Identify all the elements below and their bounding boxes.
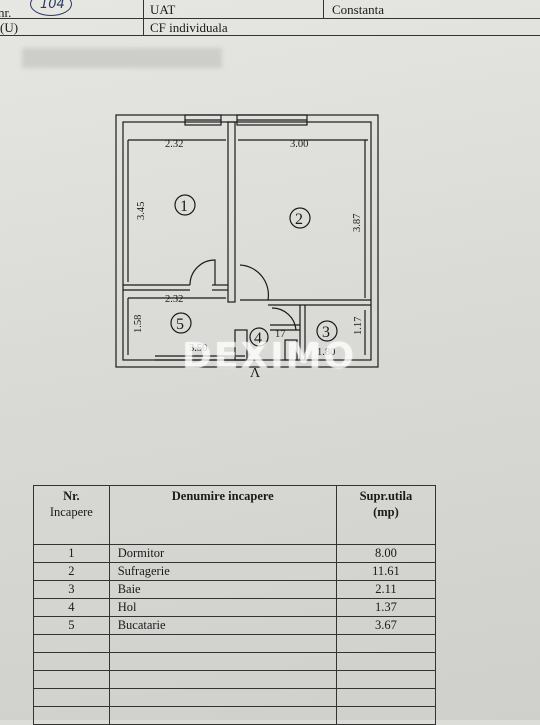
label-u: (U) — [0, 20, 19, 35]
header-name: Denumire incapere — [108, 485, 337, 545]
dim-r2-width: 3.00 — [290, 139, 308, 150]
header-nr-line1: Nr. — [63, 489, 80, 503]
dim-bottom-width: 3.50 — [189, 343, 207, 354]
label-nr: nr. — [0, 5, 12, 20]
row-area: 2.11 — [335, 580, 437, 599]
row-name: Sufragerie — [108, 562, 337, 581]
dim-r5-height: 1.58 — [133, 315, 144, 333]
redacted-area — [22, 48, 222, 68]
outer-wall — [115, 114, 379, 368]
rooms-table: Nr. Incapere Denumire incapere Supr.util… — [33, 485, 437, 725]
table-row-empty — [33, 634, 437, 653]
header-divider — [0, 18, 540, 19]
dim-r2-height: 3.87 — [352, 214, 363, 232]
row-area: 1.37 — [335, 598, 437, 617]
watermark-logo: DEXIMO — [182, 336, 357, 377]
header-area-line2: (mp) — [373, 505, 399, 519]
room-5-label: 5 — [176, 316, 184, 333]
dim-r3-height: 1.17 — [353, 317, 364, 335]
row-nr: 2 — [33, 562, 110, 581]
door-bath — [271, 307, 297, 331]
table-row-empty — [33, 652, 437, 671]
north-arrow: Λ — [250, 366, 261, 381]
header-area-line1: Supr.utila — [359, 489, 413, 503]
row-area: 3.67 — [335, 616, 437, 635]
row-name: Bucatarie — [108, 616, 337, 635]
dim-r3-width: 1.80 — [317, 347, 335, 358]
room-5-circle — [170, 312, 192, 334]
row-name: Baie — [108, 580, 337, 599]
door-room1 — [189, 259, 216, 286]
row-name: Hol — [108, 598, 337, 617]
room-3-label: 3 — [322, 324, 330, 341]
table-row: 2 Sufragerie 11.61 — [33, 562, 437, 581]
row-nr: 1 — [33, 544, 110, 563]
header-col-divider-1 — [143, 0, 144, 36]
room-2-circle — [289, 207, 311, 229]
cf-label: CF individuala — [150, 20, 228, 35]
dim-r1-height: 3.45 — [136, 202, 147, 220]
header-nr-line2: Incapere — [49, 505, 93, 519]
row-area: 11.61 — [335, 562, 437, 581]
table-row: 3 Baie 2.11 — [33, 580, 437, 599]
row-name: Dormitor — [108, 544, 337, 563]
door-room2 — [239, 264, 270, 301]
header-col-divider-2 — [323, 0, 324, 18]
central-wall — [227, 121, 236, 303]
table-row: 1 Dormitor 8.00 — [33, 544, 437, 563]
dim-r1-width: 2.32 — [165, 139, 183, 150]
room-4-circle — [249, 327, 269, 347]
header-name-text: Denumire incapere — [171, 489, 274, 503]
handwritten-number: 104 — [40, 0, 65, 12]
room-2-label: 2 — [295, 211, 303, 228]
header-nr: Nr. Incapere — [33, 485, 110, 545]
table-row-empty — [33, 688, 437, 707]
room-1-circle — [174, 194, 196, 216]
table-row: 4 Hol 1.37 — [33, 598, 437, 617]
table-row-empty — [33, 670, 437, 689]
room-1-label: 1 — [180, 198, 188, 215]
uat-label: UAT — [150, 2, 176, 17]
room-4-label: 4 — [254, 330, 262, 347]
table-header-row: Nr. Incapere Denumire incapere Supr.util… — [33, 485, 437, 545]
row-area: 8.00 — [335, 544, 437, 563]
row-nr: 5 — [33, 616, 110, 635]
header-strip: nr. 104 (U) UAT Constanta CF individuala — [0, 0, 540, 36]
table-row-empty — [33, 706, 437, 725]
table-row: 5 Bucatarie 3.67 — [33, 616, 437, 635]
dim-r4-width: 17 — [275, 329, 286, 340]
header-bottom-line — [0, 35, 540, 36]
dim-r5-width: 2.32 — [165, 294, 183, 305]
header-area: Supr.utila (mp) — [335, 485, 437, 545]
uat-value: Constanta — [332, 2, 384, 17]
row-nr: 4 — [33, 598, 110, 617]
room-3-circle — [316, 320, 338, 342]
floor-plan: 2.32 3.00 3.45 3.87 2.32 1.58 3.50 1.17 … — [115, 114, 379, 381]
row-nr: 3 — [33, 580, 110, 599]
